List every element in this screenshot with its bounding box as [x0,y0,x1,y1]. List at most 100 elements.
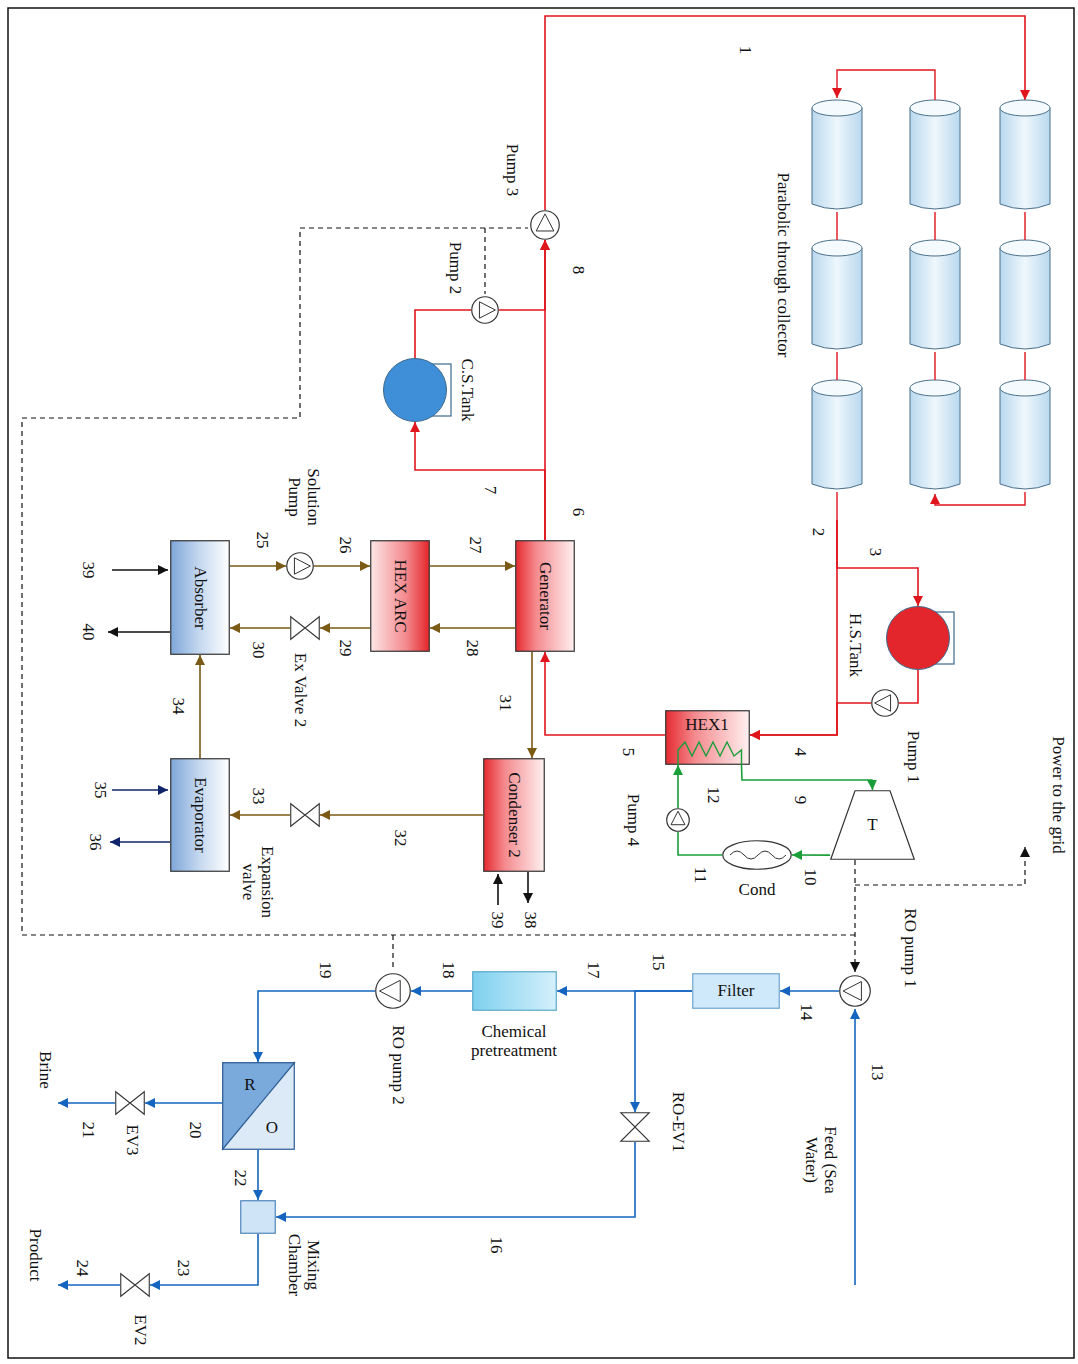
heat-exchanger: HEX1 [665,710,750,765]
flow-line [276,1142,635,1217]
flow-line [742,765,873,790]
callout-number: 8 [569,266,588,275]
callout-number: 39 [488,912,507,929]
node-label: Absorber [191,566,210,629]
callout-number: 4 [791,748,810,757]
process-box: Generator [515,540,575,652]
node-label: EV3 [123,1124,142,1155]
node-shape [375,973,411,1009]
callout-number: 34 [169,698,188,715]
node-label: RO pump 2 [389,1025,408,1104]
page-frame [8,8,1074,1358]
node-label: Pump 3 [503,144,522,196]
node-label: Filter [718,982,755,1001]
node-shape [240,1200,276,1234]
callout-number: 5 [619,748,638,757]
filter-box: Filter [692,973,780,1009]
callout-number: 23 [174,1260,193,1277]
node-label: Pump 2 [446,242,465,294]
stream-label: Power to the grid [1049,736,1068,854]
stream-label: Brine [36,1051,55,1089]
power-wire [392,935,393,971]
flow-line [320,627,370,629]
node-label: Pump 4 [624,794,643,846]
node-label: Condenser 2 [505,772,524,857]
turbine-symbol: T [830,790,915,860]
flow-line [750,520,837,735]
node-shape [886,606,950,670]
node-label: Cond [739,881,776,900]
callout-number: 16 [487,1237,506,1254]
callout-number: 10 [801,869,820,886]
feed-line [854,1009,856,1285]
callout-number: 2 [809,528,828,537]
power-wire [854,860,855,972]
flow-line [430,565,515,567]
cooling-out [527,872,529,903]
cooling-out [108,631,170,633]
callout-number: 38 [521,912,540,929]
node-label: C.S.Tank [458,358,477,421]
callout-number: 6 [569,508,588,517]
pump-symbol: Solution Pump [286,552,314,580]
flow-line [750,703,871,735]
flow-line [314,565,370,567]
callout-number: 3 [866,548,885,557]
node-shape [666,808,690,832]
flow-line [257,1150,259,1200]
flow-line [531,652,533,758]
node-label: Generator [536,562,555,630]
node-label: Chemical pretreatment [459,1023,569,1060]
pump-symbol: Pump 1 [871,689,899,717]
callout-number: 19 [316,962,335,979]
flow-line [150,1234,258,1285]
pump-symbol: RO pump 1 [839,975,871,1007]
node-label: Ex Valve 2 [291,653,310,727]
node-shape [471,296,499,324]
callout-number: 35 [91,782,110,799]
node-label: R [244,1076,255,1095]
flow-line [899,670,918,703]
stream-label: Feed (Sea Water) [801,1113,838,1208]
flow-line [145,1102,222,1104]
node-label: RO pump 1 [901,908,920,987]
node-shape [839,975,871,1007]
callout-number: 18 [439,962,458,979]
process-box: Absorber [170,540,230,655]
callout-number: 15 [649,954,668,971]
flow-line [230,565,286,567]
solar-collector-field: Parabolic through collector [812,100,1050,520]
node-label: Expansion valve [238,842,275,922]
callout-number: 28 [463,640,482,657]
callout-number: 11 [691,867,710,883]
callout-number: 17 [584,962,603,979]
pump-symbol: Pump 4 [666,808,690,832]
stream-label: Product [26,1229,45,1282]
flow-line [792,854,830,856]
callout-number: 13 [868,1064,887,1081]
callout-number: 14 [797,1004,816,1021]
chilled-out [110,841,170,843]
callout-number: 1 [736,46,755,55]
pump-symbol: Pump 3 [530,210,560,240]
flow-line [545,652,665,735]
node-shape [290,803,320,827]
node-label: O [266,1119,278,1138]
callout-number: 12 [704,787,723,804]
callout-number: 21 [79,1122,98,1139]
callout-number: 27 [466,537,485,554]
callout-number: 40 [79,624,98,641]
cooling-in [112,569,168,571]
node-shape [222,1062,295,1150]
callout-number: 31 [496,695,515,712]
brine-line [58,1102,115,1104]
callout-number: 30 [249,642,268,659]
ro-membrane: RO [222,1062,295,1150]
callout-number: 29 [336,640,355,657]
flow-line [230,814,290,816]
condenser-symbol: Cond [722,840,792,870]
chilled-in [112,789,168,791]
flow-line [837,520,918,606]
callout-number: 32 [391,830,410,847]
mixing-chamber: Mixing Chamber [240,1200,276,1234]
